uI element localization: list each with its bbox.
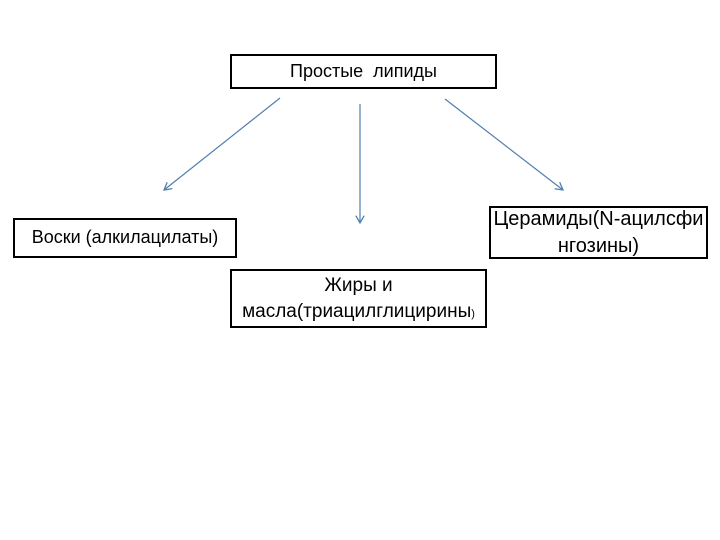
- node-ceramides-line1: Церамиды(N-ацилсфи: [493, 208, 704, 231]
- node-waxes: Воски (алкилацилаты): [13, 218, 237, 258]
- node-fats-oils-line1: Жиры и: [324, 275, 393, 297]
- node-simple-lipids-label: Простые липиды: [290, 60, 437, 81]
- node-simple-lipids: Простые липиды: [230, 54, 497, 89]
- node-fats-oils-line2-paren: ): [471, 307, 475, 320]
- node-ceramides: Церамиды(N-ацилсфи нгозины): [489, 206, 708, 259]
- node-fats-oils: Жиры и масла(триацилглицирины): [230, 269, 487, 328]
- arrow-root-to-waxes: [162, 97, 281, 191]
- node-fats-oils-line2-text: масла(триацилглицирины: [242, 300, 472, 322]
- node-fats-oils-line2: масла(триацилглицирины): [242, 299, 475, 324]
- arrow-root-to-ceramides: [444, 98, 565, 191]
- node-ceramides-line2: нгозины): [557, 234, 640, 257]
- node-waxes-label: Воски (алкилацилаты): [31, 227, 219, 248]
